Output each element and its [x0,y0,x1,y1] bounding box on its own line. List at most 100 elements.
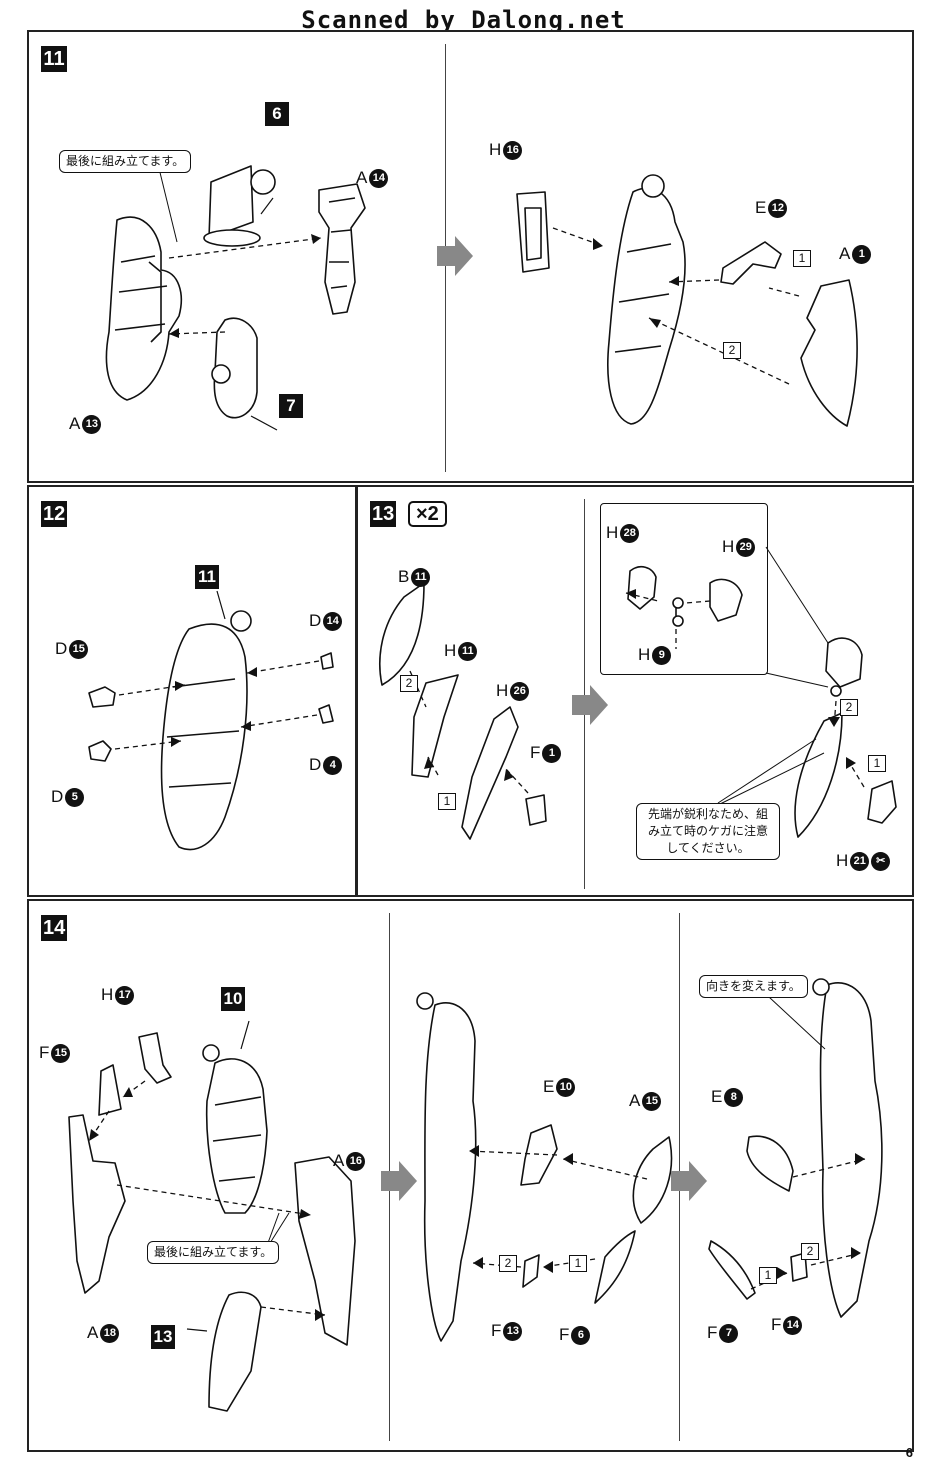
part-label-A16: A 16 [333,1151,366,1171]
part-number: 21 [850,851,870,871]
part-label-E10: E 10 [543,1077,576,1097]
part-label-D14: D 14 [309,611,343,631]
part-label-E12: E 12 [755,198,788,218]
subassembly-13-tag: 13 [151,1325,175,1349]
part-letter: F [559,1325,570,1344]
quantity-multiplier: ×2 [408,501,447,527]
part-number: 12 [768,198,788,218]
panel-divider [584,499,585,889]
order-marker-1: 1 [759,1267,777,1284]
step-13-panel: 13 ×2 [356,485,914,897]
part-number: 13 [82,414,102,434]
part-number: 9 [652,645,672,665]
next-step-arrow [437,236,473,276]
subassembly-11-tag: 11 [195,565,219,589]
part-number: 15 [69,639,89,659]
part-letter: H [489,140,502,159]
part-number: 4 [323,755,343,775]
part-letter: E [711,1087,723,1106]
part-number: 15 [51,1043,71,1063]
part-letter: H [101,985,114,1004]
part-number: 16 [346,1151,366,1171]
part-label-F15: F 15 [39,1043,71,1063]
part-letter: H [836,851,849,870]
part-label-D15: D 15 [55,639,89,659]
step-14-drawing [68,978,883,1412]
part-label-H29: H 29 [722,537,756,557]
part-letter: H [606,523,619,542]
order-marker-2: 2 [801,1243,819,1260]
assemble-last-note: 最後に組み立てます。 [147,1241,280,1264]
next-step-arrow [572,685,608,725]
part-number: 14 [323,611,343,631]
part-label-H21: H 21 ✂ [836,851,891,871]
part-label-H16: H 16 [489,140,523,160]
order-marker-1: 1 [438,793,456,810]
part-label-A1: A 1 [839,244,872,264]
part-label-H26: H 26 [496,681,530,701]
part-letter: D [51,787,64,806]
part-letter: D [309,755,322,774]
part-letter: D [55,639,68,658]
order-marker-2: 2 [400,675,418,692]
step-number: 14 [41,915,68,941]
part-label-F13: F 13 [491,1321,523,1341]
part-number: 15 [642,1091,662,1111]
order-marker-2: 2 [840,699,858,716]
step-11-drawing [105,151,858,431]
part-letter: E [543,1077,555,1096]
scanner-watermark: Scanned by Dalong.net [301,6,626,34]
part-number: 1 [542,743,562,763]
page-number: 6 [905,1445,913,1460]
part-letter: B [398,567,410,586]
part-number: 17 [115,985,135,1005]
part-label-H11: H 11 [444,641,478,661]
part-label-E8: E 8 [711,1087,744,1107]
part-letter: F [491,1321,502,1340]
order-marker-1: 1 [793,250,811,267]
part-number: 14 [783,1315,803,1335]
part-letter: A [333,1151,345,1170]
part-letter: F [39,1043,50,1062]
part-number: 1 [852,244,872,264]
part-number: 14 [369,168,389,188]
part-number: 5 [65,787,85,807]
step-13-drawing [379,546,897,840]
part-letter: A [87,1323,99,1342]
part-number: 28 [620,523,640,543]
sharp-tip-warning: 先端が鋭利なため、組み立て時のケガに注意してください。 [636,803,780,860]
part-number: 29 [736,537,756,557]
subassembly-6-tag: 6 [265,102,289,126]
part-number: 7 [719,1323,739,1343]
order-marker-1: 1 [868,755,886,772]
part-letter: H [444,641,457,660]
part-letter: E [755,198,767,217]
step-14-panel: 14 [27,899,914,1452]
part-label-H9: H 9 [638,645,672,665]
part-number: 6 [571,1325,591,1345]
part-letter: A [629,1091,641,1110]
part-label-F7: F 7 [707,1323,739,1343]
part-label-A13: A 13 [69,414,102,434]
order-marker-2: 2 [499,1255,517,1272]
part-letter: H [638,645,651,664]
part-number: 18 [100,1323,120,1343]
part-letter: F [771,1315,782,1334]
part-label-B11: B 11 [398,567,431,587]
step-number: 12 [41,501,68,527]
order-marker-1: 1 [569,1255,587,1272]
part-number: 26 [510,681,530,701]
part-letter: F [707,1323,718,1342]
part-number: 8 [724,1087,744,1107]
subassembly-7-tag: 7 [279,394,303,418]
part-label-D4: D 4 [309,755,343,775]
order-marker-2: 2 [723,342,741,359]
part-number: 13 [503,1321,523,1341]
part-label-F6: F 6 [559,1325,591,1345]
assemble-last-note: 最後に組み立てます。 [59,150,192,173]
part-letter: D [309,611,322,630]
step-number: 13 [370,501,397,527]
part-letter: F [530,743,541,762]
step-11-panel: 11 [27,30,914,483]
part-label-H28: H 28 [606,523,640,543]
